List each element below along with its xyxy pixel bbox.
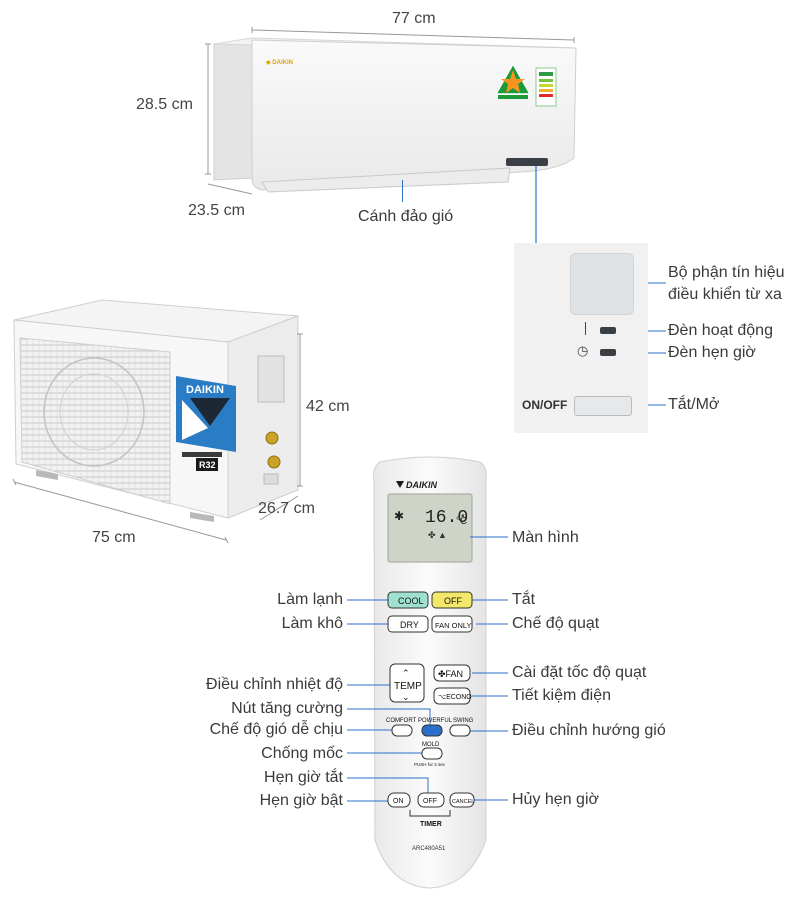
- onoff-switch[interactable]: [574, 396, 632, 416]
- cool-button-label: COOL: [398, 596, 424, 606]
- timer-label: TIMER: [420, 821, 442, 828]
- fan-only-button[interactable]: [431, 615, 473, 633]
- econo-button-text: ECONO: [446, 694, 472, 701]
- remote-signal-receiver: [570, 253, 634, 315]
- temp-up-icon: ⌃: [402, 668, 410, 678]
- econo-button[interactable]: [433, 687, 471, 705]
- temp-button[interactable]: [389, 663, 425, 703]
- dim-outdoor-width: 75 cm: [92, 529, 136, 546]
- mold-note: PUSH for 2 sec: [414, 762, 446, 767]
- powerful-label: POWERFUL: [418, 718, 453, 724]
- timer-off-label: OFF: [423, 798, 437, 805]
- indoor-dimension-lines: [205, 27, 575, 195]
- comfort-label: COMFORT: [386, 718, 417, 724]
- fan-only-button-label: FAN ONLY: [435, 621, 472, 630]
- timer-lamp-label: Đèn hẹn giờ: [668, 344, 756, 361]
- timer-bracket: [409, 810, 451, 817]
- swing-label: SWING: [453, 718, 474, 724]
- econo-button-label: ⌥ECONO: [438, 694, 472, 701]
- callout-econo: Tiết kiệm điện: [512, 687, 611, 704]
- timer-on-label: ON: [393, 798, 404, 805]
- outdoor-dimension-lines: [12, 333, 303, 544]
- onoff-label: Tắt/Mở: [668, 396, 720, 413]
- callout-screen: Màn hình: [512, 529, 579, 546]
- comfort-button[interactable]: [391, 724, 413, 737]
- remote-control: DAIKIN ✱ 16.0 °C ✤ ▲: [373, 456, 487, 889]
- timer-on-button[interactable]: [387, 792, 411, 808]
- remote-buttons: COOL OFF DRY FAN ONLY ⌃ TEMP ⌄ ✤FAN ⌥ECO…: [386, 591, 475, 852]
- callout-timer-off: Hẹn giờ tắt: [264, 769, 343, 786]
- svg-text:◆ DAIKIN: ◆ DAIKIN: [265, 59, 293, 66]
- lcd-temperature: 16.0: [425, 508, 468, 528]
- callout-off: Tắt: [512, 591, 536, 608]
- timer-off-button[interactable]: [417, 792, 445, 808]
- mold-button[interactable]: [421, 747, 443, 760]
- cancel-button[interactable]: [449, 792, 475, 808]
- fan-button-label: ✤FAN: [438, 669, 463, 679]
- louver-callout-line: [402, 180, 403, 202]
- dim-indoor-width: 77 cm: [392, 10, 436, 27]
- sensor-label-line1: Bộ phận tín hiệu: [668, 264, 785, 281]
- callout-fan-only: Chế độ quạt: [512, 615, 600, 632]
- snowflake-icon: ✱: [394, 509, 404, 523]
- callout-fan-speed: Cài đặt tốc độ quạt: [512, 664, 647, 681]
- off-button[interactable]: [431, 591, 473, 609]
- dim-indoor-height: 28.5 cm: [136, 96, 193, 113]
- dim-outdoor-depth: 26.7 cm: [258, 500, 315, 517]
- mold-label: MOLD: [422, 742, 440, 748]
- callout-swing: Điều chỉnh hướng gió: [512, 722, 666, 739]
- off-button-label: OFF: [444, 596, 462, 606]
- cool-button[interactable]: [387, 591, 429, 609]
- outdoor-unit: DAIKIN R32: [13, 299, 299, 522]
- operation-lamp-label: Đèn hoạt động: [668, 322, 773, 339]
- fan-button[interactable]: [433, 664, 471, 682]
- swing-button[interactable]: [449, 724, 471, 737]
- outdoor-model-tag: R32: [199, 460, 216, 470]
- operation-mark-icon: [585, 322, 586, 335]
- dim-outdoor-height: 42 cm: [306, 398, 350, 415]
- callout-timer-on: Hẹn giờ bật: [259, 792, 343, 809]
- clock-icon: ◷: [577, 343, 589, 358]
- callout-powerful: Nút tăng cường: [231, 700, 343, 717]
- operation-lamp: [600, 327, 616, 334]
- louver-label: Cánh đảo gió: [358, 208, 454, 225]
- temp-down-icon: ⌄: [402, 692, 410, 702]
- outdoor-brand: DAIKIN: [186, 384, 224, 396]
- timer-lamp: [600, 349, 616, 356]
- fan-icon: ✤ ▲: [428, 530, 447, 540]
- remote-lcd-screen: [387, 493, 473, 563]
- remote-brand: DAIKIN: [406, 480, 437, 490]
- callout-comfort: Chế độ gió dễ chịu: [209, 721, 343, 738]
- fan-button-text: FAN: [446, 669, 464, 679]
- dim-indoor-depth: 23.5 cm: [188, 202, 245, 219]
- callout-dry: Làm khô: [281, 615, 343, 632]
- indoor-unit: ◆ DAIKIN: [213, 37, 577, 193]
- lcd-unit: °C: [456, 516, 467, 527]
- callout-mold: Chống mốc: [261, 745, 343, 762]
- callout-cool: Làm lạnh: [277, 591, 343, 608]
- dry-button[interactable]: [387, 615, 429, 633]
- onoff-panel-text: ON/OFF: [522, 398, 568, 412]
- callout-temp: Điều chỉnh nhiệt độ: [206, 676, 343, 693]
- sensor-label-line2: điều khiển từ xa: [668, 286, 782, 303]
- temp-button-label: TEMP: [394, 681, 422, 692]
- dry-button-label: DRY: [400, 620, 419, 630]
- powerful-button[interactable]: [421, 724, 443, 737]
- callout-cancel: Hủy hẹn giờ: [512, 791, 599, 808]
- cancel-label: CANCEL: [452, 799, 474, 805]
- remote-model: ARC480A51: [412, 846, 446, 852]
